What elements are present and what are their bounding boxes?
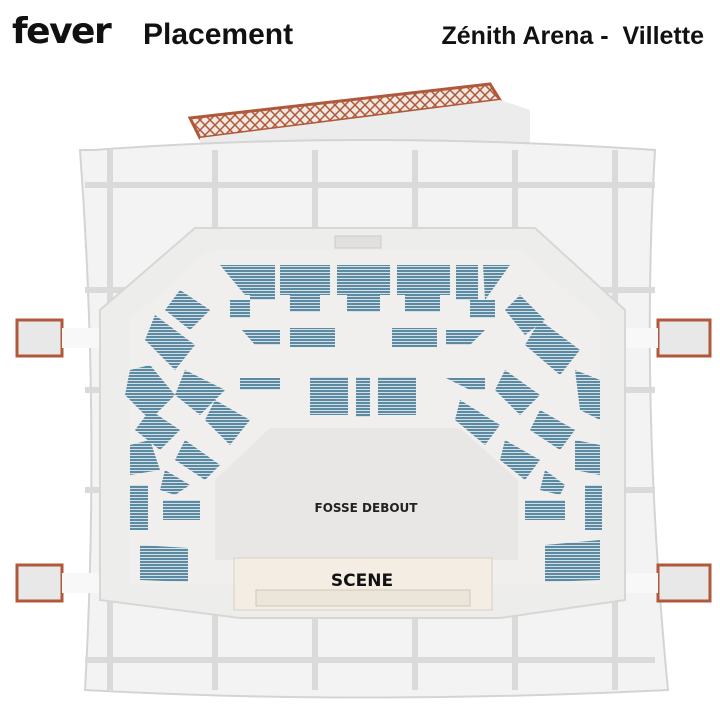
fever-logo[interactable]: fever (12, 11, 112, 52)
seat-section-12[interactable] (392, 328, 437, 347)
page-title: Placement (143, 18, 294, 51)
seat-section-17[interactable] (378, 377, 416, 415)
seat-section-36[interactable] (540, 470, 565, 495)
seat-section-42[interactable] (545, 540, 600, 582)
seat-section-3[interactable] (280, 265, 330, 312)
seat-section-29[interactable] (135, 410, 180, 450)
header: fever Placement Zénith Arena - Villette (0, 0, 720, 66)
seat-section-33[interactable] (500, 440, 540, 480)
seat-section-28[interactable] (455, 400, 500, 445)
seat-section-14[interactable] (240, 378, 280, 390)
seat-section-38[interactable] (163, 500, 200, 520)
stage[interactable]: SCENE (233, 557, 493, 611)
seat-section-9[interactable] (470, 300, 495, 318)
seat-section-5[interactable] (397, 265, 450, 312)
seat-section-26[interactable] (495, 370, 540, 415)
venue-name: Zénith Arena - Villette (441, 22, 704, 50)
seat-section-41[interactable] (140, 545, 188, 582)
seat-section-2[interactable] (250, 265, 275, 300)
seat-section-8[interactable] (230, 300, 250, 318)
seat-section-16[interactable] (356, 377, 370, 417)
seat-section-34[interactable] (575, 440, 600, 475)
seat-section-31[interactable] (130, 440, 160, 475)
seat-section-18[interactable] (446, 378, 485, 390)
seat-section-30[interactable] (530, 410, 575, 450)
floor-label: FOSSE DEBOUT (315, 501, 419, 515)
seat-sections (125, 265, 602, 582)
seat-section-40[interactable] (585, 485, 602, 530)
seat-section-10[interactable] (242, 330, 280, 345)
floor-area (215, 428, 518, 560)
seat-section-27[interactable] (205, 400, 250, 445)
stage-label: SCENE (331, 571, 393, 591)
seat-section-25[interactable] (575, 370, 600, 420)
seat-section-4[interactable] (337, 265, 390, 312)
seat-section-22[interactable] (525, 320, 580, 375)
seat-section-13[interactable] (446, 330, 485, 345)
seat-section-15[interactable] (310, 377, 348, 415)
seat-section-19[interactable] (165, 290, 210, 330)
seat-section-23[interactable] (125, 365, 175, 420)
seat-section-39[interactable] (525, 500, 565, 520)
seat-section-6[interactable] (456, 265, 478, 300)
seat-section-32[interactable] (175, 440, 220, 480)
seat-section-35[interactable] (160, 470, 190, 495)
seat-section-37[interactable] (130, 485, 148, 530)
seat-section-24[interactable] (175, 370, 225, 415)
seat-section-7[interactable] (483, 265, 510, 300)
seat-section-11[interactable] (290, 328, 335, 347)
seat-section-20[interactable] (145, 315, 195, 370)
seat-section-21[interactable] (505, 295, 545, 335)
